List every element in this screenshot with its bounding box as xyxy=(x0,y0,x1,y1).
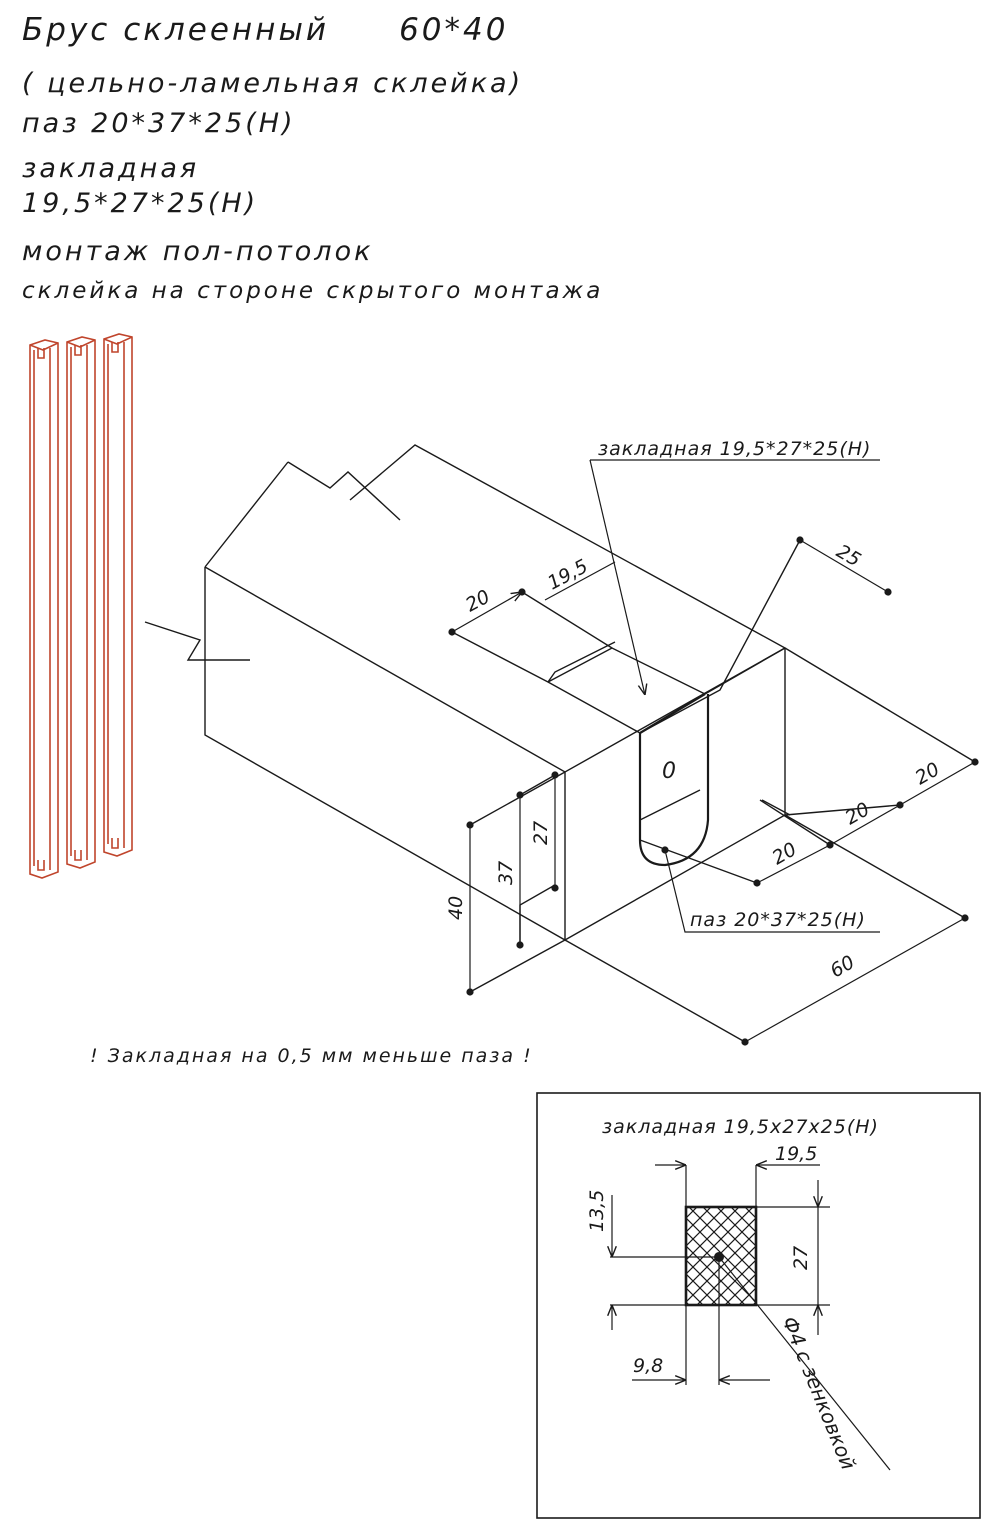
iso-dimensions xyxy=(448,459,979,1046)
callout-insert: закладная 19,5*27*25(Н) xyxy=(598,438,871,460)
dim-60: 60 xyxy=(827,951,859,982)
insert-size-text: 19,5*27*25(Н) xyxy=(22,188,259,219)
break-line-left xyxy=(144,621,250,661)
dim-37: 37 xyxy=(495,861,517,885)
isometric-beam-view xyxy=(144,444,976,1043)
dim-19-5-top: 19,5 xyxy=(544,555,592,594)
callout-groove: паз 20*37*25(Н) xyxy=(690,909,866,931)
insert-detail-view: закладная 19,5х27х25(Н) 19,5 13,5 27 9,8… xyxy=(536,1092,981,1519)
dim-27: 27 xyxy=(530,821,552,845)
product-title: Брус склеенный xyxy=(22,12,330,48)
detail-dim-9-8: 9,8 xyxy=(633,1355,663,1377)
beam-1 xyxy=(29,339,59,879)
hole-spec: Ф4 с зенковкой xyxy=(777,1313,860,1473)
dim-25: 25 xyxy=(833,540,865,571)
groove-text: паз 20*37*25(Н) xyxy=(22,108,296,139)
insert-label-text: закладная xyxy=(22,153,200,184)
dim-40: 40 xyxy=(445,896,467,920)
title-line: Брус склеенный 60*40 xyxy=(22,12,508,48)
beam-2 xyxy=(66,336,96,869)
note-text: ! Закладная на 0,5 мм меньше паза ! xyxy=(90,1045,533,1067)
glue-type-text: ( цельно-ламельная склейка) xyxy=(22,68,524,99)
glued-beams-illustration xyxy=(29,333,133,879)
beam-3 xyxy=(103,333,133,857)
break-line-top xyxy=(287,461,401,521)
detail-dim-13-5: 13,5 xyxy=(586,1190,608,1232)
dim-20-right-2: 20 xyxy=(842,798,874,829)
detail-dim-19-5: 19,5 xyxy=(775,1143,817,1165)
dim-20-top: 20 xyxy=(462,586,494,617)
detail-frame xyxy=(536,1092,981,1519)
dim-20-right-3: 20 xyxy=(769,838,801,869)
product-size: 60*40 xyxy=(399,12,509,48)
face-mark: 0 xyxy=(662,759,676,784)
dim-20-right-1: 20 xyxy=(912,758,944,789)
detail-dim-27: 27 xyxy=(790,1246,812,1270)
glue-side-text: склейка на стороне скрытого монтажа xyxy=(22,278,604,304)
mounting-text: монтаж пол-потолок xyxy=(22,236,374,267)
detail-title: закладная 19,5х27х25(Н) xyxy=(602,1116,879,1138)
